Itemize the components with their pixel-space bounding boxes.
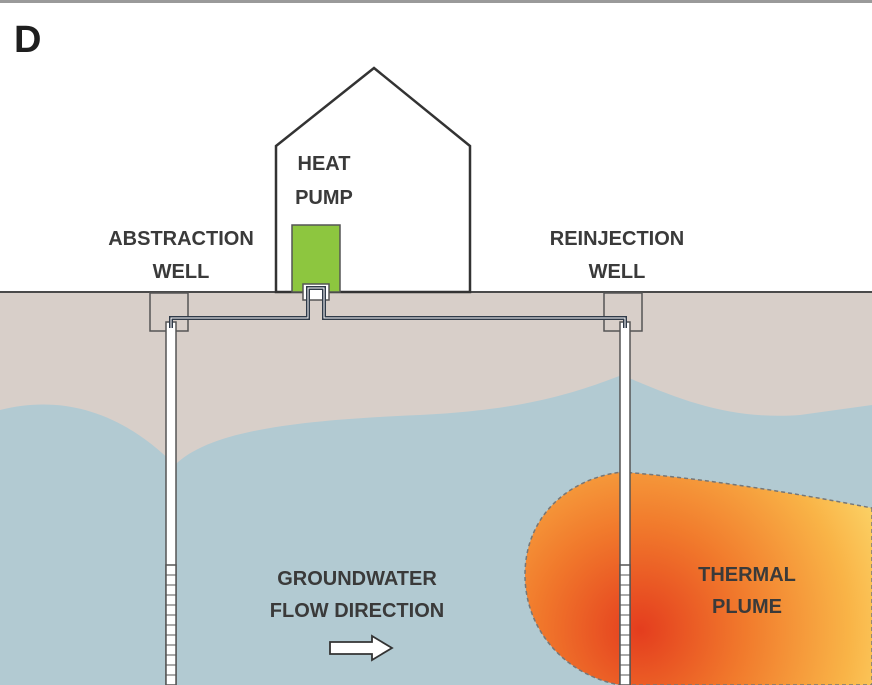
heat-pump-label-line1: HEAT bbox=[298, 153, 351, 175]
panel-letter: D bbox=[14, 19, 41, 61]
groundwater-flow-label-line1: GROUNDWATER bbox=[277, 568, 437, 590]
heat-pump-unit bbox=[291, 224, 341, 293]
reinjection-well-label-line2: WELL bbox=[589, 261, 646, 283]
thermal-plume-label-line2: PLUME bbox=[712, 596, 782, 618]
reinjection-well-screen bbox=[619, 564, 631, 685]
abstraction-well-casing bbox=[165, 321, 177, 685]
groundwater-flow-label-line2: FLOW DIRECTION bbox=[270, 600, 444, 622]
thermal-plume-label-line1: THERMAL bbox=[698, 564, 796, 586]
flow-direction-arrow-icon bbox=[329, 634, 394, 662]
reinjection-well-casing bbox=[619, 321, 631, 685]
abstraction-well-screen bbox=[165, 564, 177, 685]
thermal-plume bbox=[524, 471, 872, 685]
abstraction-well-label-line2: WELL bbox=[153, 261, 210, 283]
top-border bbox=[0, 0, 872, 3]
reinjection-well-label-line1: REINJECTION bbox=[550, 228, 684, 250]
heat-pump-label-line2: PUMP bbox=[295, 187, 353, 209]
abstraction-well-label-line1: ABSTRACTION bbox=[108, 228, 254, 250]
